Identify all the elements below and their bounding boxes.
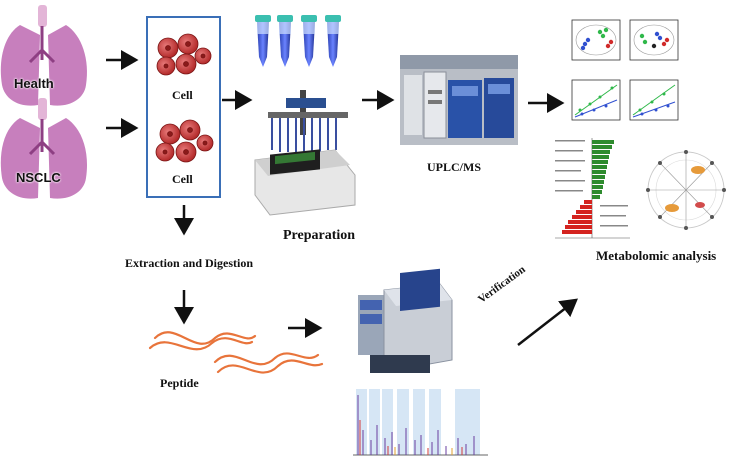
spectrum-chart bbox=[350, 384, 490, 456]
mass-spectrometer-icon bbox=[358, 268, 453, 373]
metabolomic-label: Metabolomic analysis bbox=[596, 248, 717, 263]
pathway-network bbox=[646, 150, 726, 230]
cell-label-top: Cell bbox=[172, 88, 193, 102]
pca-plot bbox=[571, 19, 679, 61]
preparation-label: Preparation bbox=[283, 228, 356, 243]
extraction-label: Extraction and Digestion bbox=[125, 256, 254, 270]
tube-icon bbox=[255, 15, 341, 67]
uplc-ms-label: UPLC/MS bbox=[427, 160, 481, 174]
cell-cluster-icon-top bbox=[156, 33, 212, 76]
nsclc-label: NSCLC bbox=[16, 170, 61, 185]
health-label: Health bbox=[14, 76, 54, 91]
cell-box bbox=[146, 16, 221, 198]
bar-chart bbox=[550, 132, 635, 242]
uplc-ms-icon bbox=[400, 55, 518, 145]
peptide-label: Peptide bbox=[160, 376, 199, 390]
cell-label-bottom: Cell bbox=[172, 172, 193, 186]
evaporator-icon bbox=[254, 90, 356, 216]
lung-icon-health bbox=[0, 5, 88, 106]
lung-icon-nsclc bbox=[0, 98, 88, 199]
peptide-icon bbox=[148, 331, 324, 374]
cell-cluster-icon-bottom bbox=[155, 119, 214, 163]
permutation-plot bbox=[571, 79, 679, 121]
